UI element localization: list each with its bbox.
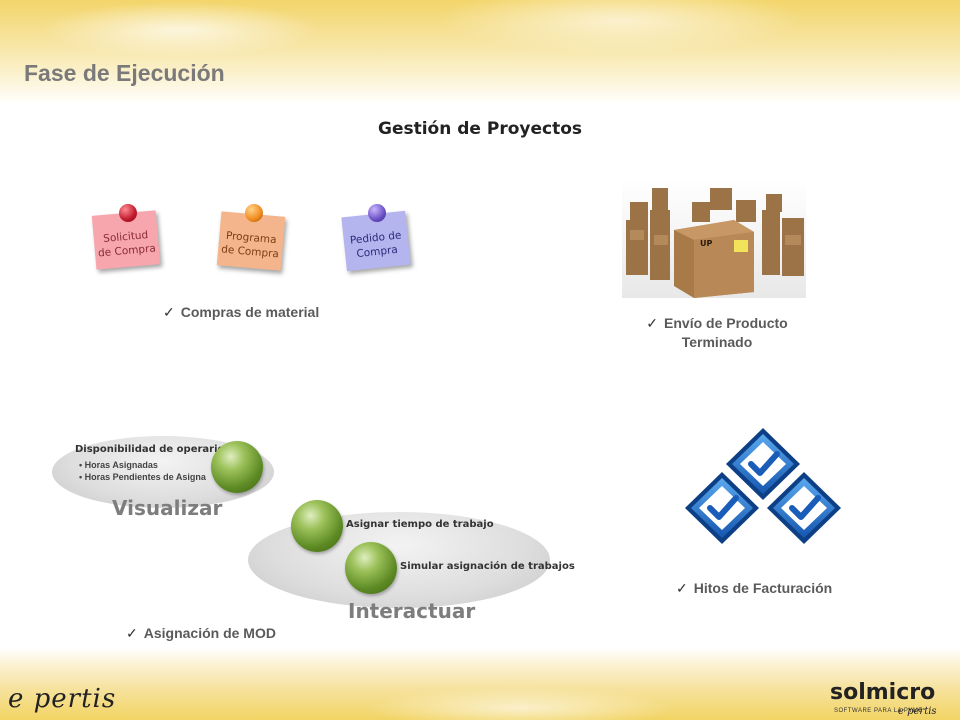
section-subtitle: Gestión de Proyectos [377,119,582,139]
box-label: UP [700,239,712,248]
check-diamond-icon [685,472,759,544]
checkmark-icon: ✓ [163,304,175,320]
visualize-ball-icon [211,441,263,493]
simulate-label: Simular asignación de trabajos [400,561,575,572]
boxes-image: UP [622,180,806,298]
checkmark-icon: ✓ [676,580,688,596]
note-programa-label: Programa de Compra [220,229,280,261]
note-solicitud-label: Solicitud de Compra [97,229,157,260]
simulate-ball-icon [345,542,397,594]
pin-purple-icon [368,204,386,222]
solmicro-logo: solmicro [830,680,936,705]
billing-checkmarks-image [682,426,844,550]
availability-title: Disponibilidad de operarios [75,444,231,455]
footer-band [0,648,960,720]
solmicro-brand: e pertis [898,706,937,717]
visualize-label: Visualizar [112,496,223,520]
check-diamond-icon [726,428,800,500]
pin-red-icon [119,204,137,222]
caption-hitos: ✓Hitos de Facturación [676,580,833,596]
assign-ball-icon [291,500,343,552]
availability-item: • Horas Asignadas [79,460,158,470]
check-diamond-icon [767,472,841,544]
slide-title: Fase de Ejecución [24,60,225,86]
header-band [0,0,960,105]
caption-envio: ✓Envío de Producto Terminado [646,315,788,350]
interact-label: Interactuar [348,599,476,623]
assign-time-label: Asignar tiempo de trabajo [346,519,494,530]
note-pedido-label: Pedido de Compra [349,229,402,261]
availability-item: • Horas Pendientes de Asigna [79,472,206,482]
expertis-logo: e pertis [8,684,117,714]
caption-compras: ✓Compras de material [163,304,320,320]
checkmark-icon: ✓ [126,625,138,641]
pin-orange-icon [245,204,263,222]
solmicro-tagline: SOFTWARE PARA LA PYME [834,708,923,714]
caption-mod: ✓Asignación de MOD [126,625,276,641]
checkmark-icon: ✓ [646,315,659,331]
